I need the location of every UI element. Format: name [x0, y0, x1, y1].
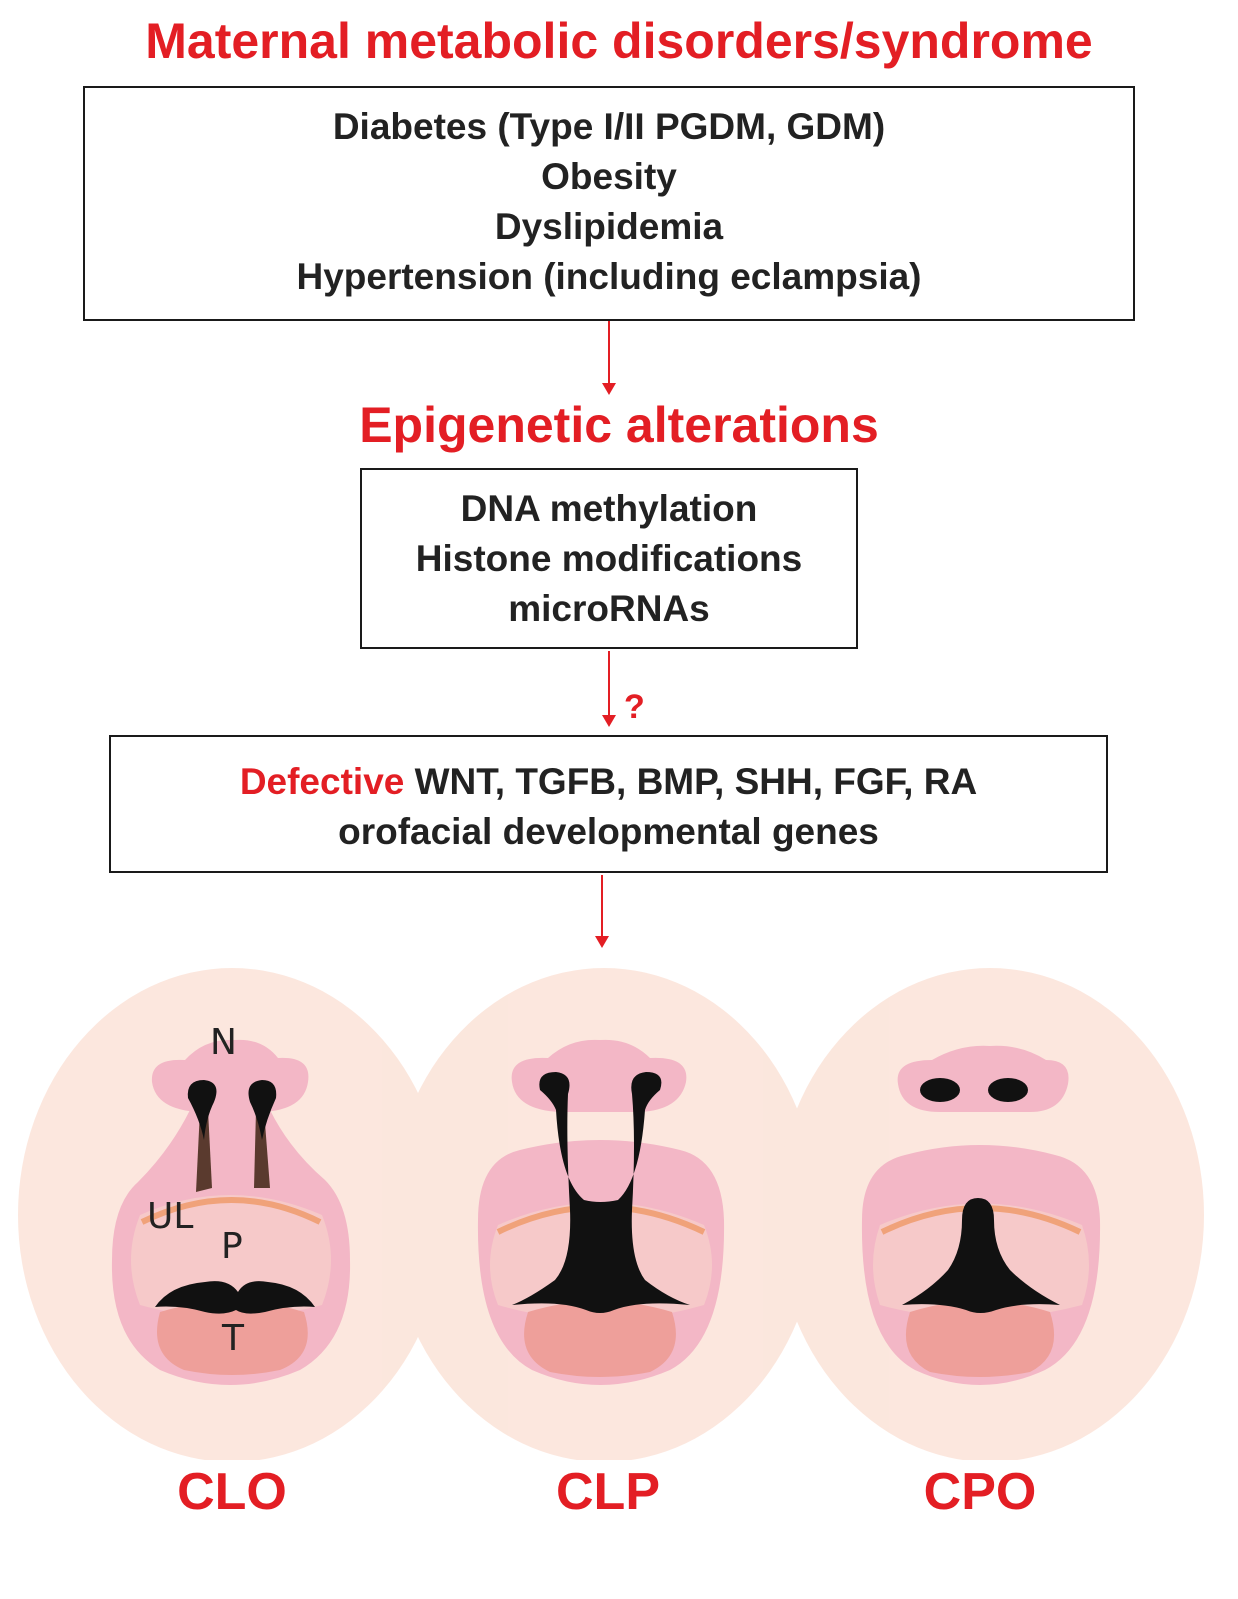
cleft-gap-right — [254, 1110, 270, 1188]
disorders-box: Diabetes (Type I/II PGDM, GDM) Obesity D… — [83, 86, 1135, 321]
arrow-down — [602, 651, 616, 727]
nostril-right — [248, 1080, 277, 1140]
label-palate: P — [221, 1226, 243, 1267]
genes-line-2: orofacial developmental genes — [338, 811, 879, 852]
cleft-illustration — [18, 968, 1204, 1460]
mouth-clo — [111, 1039, 351, 1385]
epigenetic-item: DNA methylation — [460, 488, 758, 529]
epigenetic-item: microRNAs — [508, 588, 710, 629]
disorder-item: Diabetes (Type I/II PGDM, GDM) — [332, 106, 886, 147]
epigenetic-box: DNA methylation Histone modifications mi… — [360, 468, 858, 649]
mouth-clp — [477, 1039, 725, 1385]
question-mark: ? — [624, 688, 645, 726]
cleft-shape-clp — [512, 1072, 690, 1313]
label-clo: CLO — [177, 1463, 287, 1521]
nostril-left — [187, 1080, 217, 1140]
label-cpo: CPO — [923, 1463, 1037, 1521]
tongue-clp — [524, 1301, 676, 1377]
tongue-clo — [157, 1301, 308, 1375]
label-upper-lip: UL — [147, 1196, 194, 1237]
disorder-item: Obesity — [541, 156, 677, 197]
cleft-shape-clo — [155, 1281, 315, 1314]
arrow-down — [595, 875, 609, 948]
cleft-shape-cpo — [902, 1198, 1060, 1313]
disorder-item: Hypertension (including eclampsia) — [296, 256, 922, 297]
cleft-gap-left — [196, 1110, 212, 1192]
title-epigenetic-alterations: Epigenetic alterations — [359, 397, 879, 453]
gum-line-clo — [140, 1197, 322, 1225]
label-nose: N — [210, 1022, 237, 1063]
disorder-item: Dyslipidemia — [494, 206, 724, 247]
defective-word: Defective — [239, 761, 405, 802]
mouth-cpo — [861, 1045, 1101, 1385]
label-tongue: T — [222, 1318, 244, 1359]
nostril-left-cpo — [920, 1078, 960, 1102]
nostril-right-cpo — [988, 1078, 1028, 1102]
label-clp: CLP — [556, 1463, 660, 1521]
arrow-down — [602, 321, 616, 395]
defective-genes-box: Defective WNT, TGFB, BMP, SHH, FGF, RA o… — [109, 735, 1108, 873]
gene-list: WNT, TGFB, BMP, SHH, FGF, RA — [414, 761, 978, 802]
title-maternal-disorders: Maternal metabolic disorders/syndrome — [145, 13, 1093, 69]
genes-line-1: Defective WNT, TGFB, BMP, SHH, FGF, RA — [111, 757, 1106, 807]
epigenetic-item: Histone modifications — [415, 538, 803, 579]
tongue-cpo — [905, 1301, 1055, 1377]
